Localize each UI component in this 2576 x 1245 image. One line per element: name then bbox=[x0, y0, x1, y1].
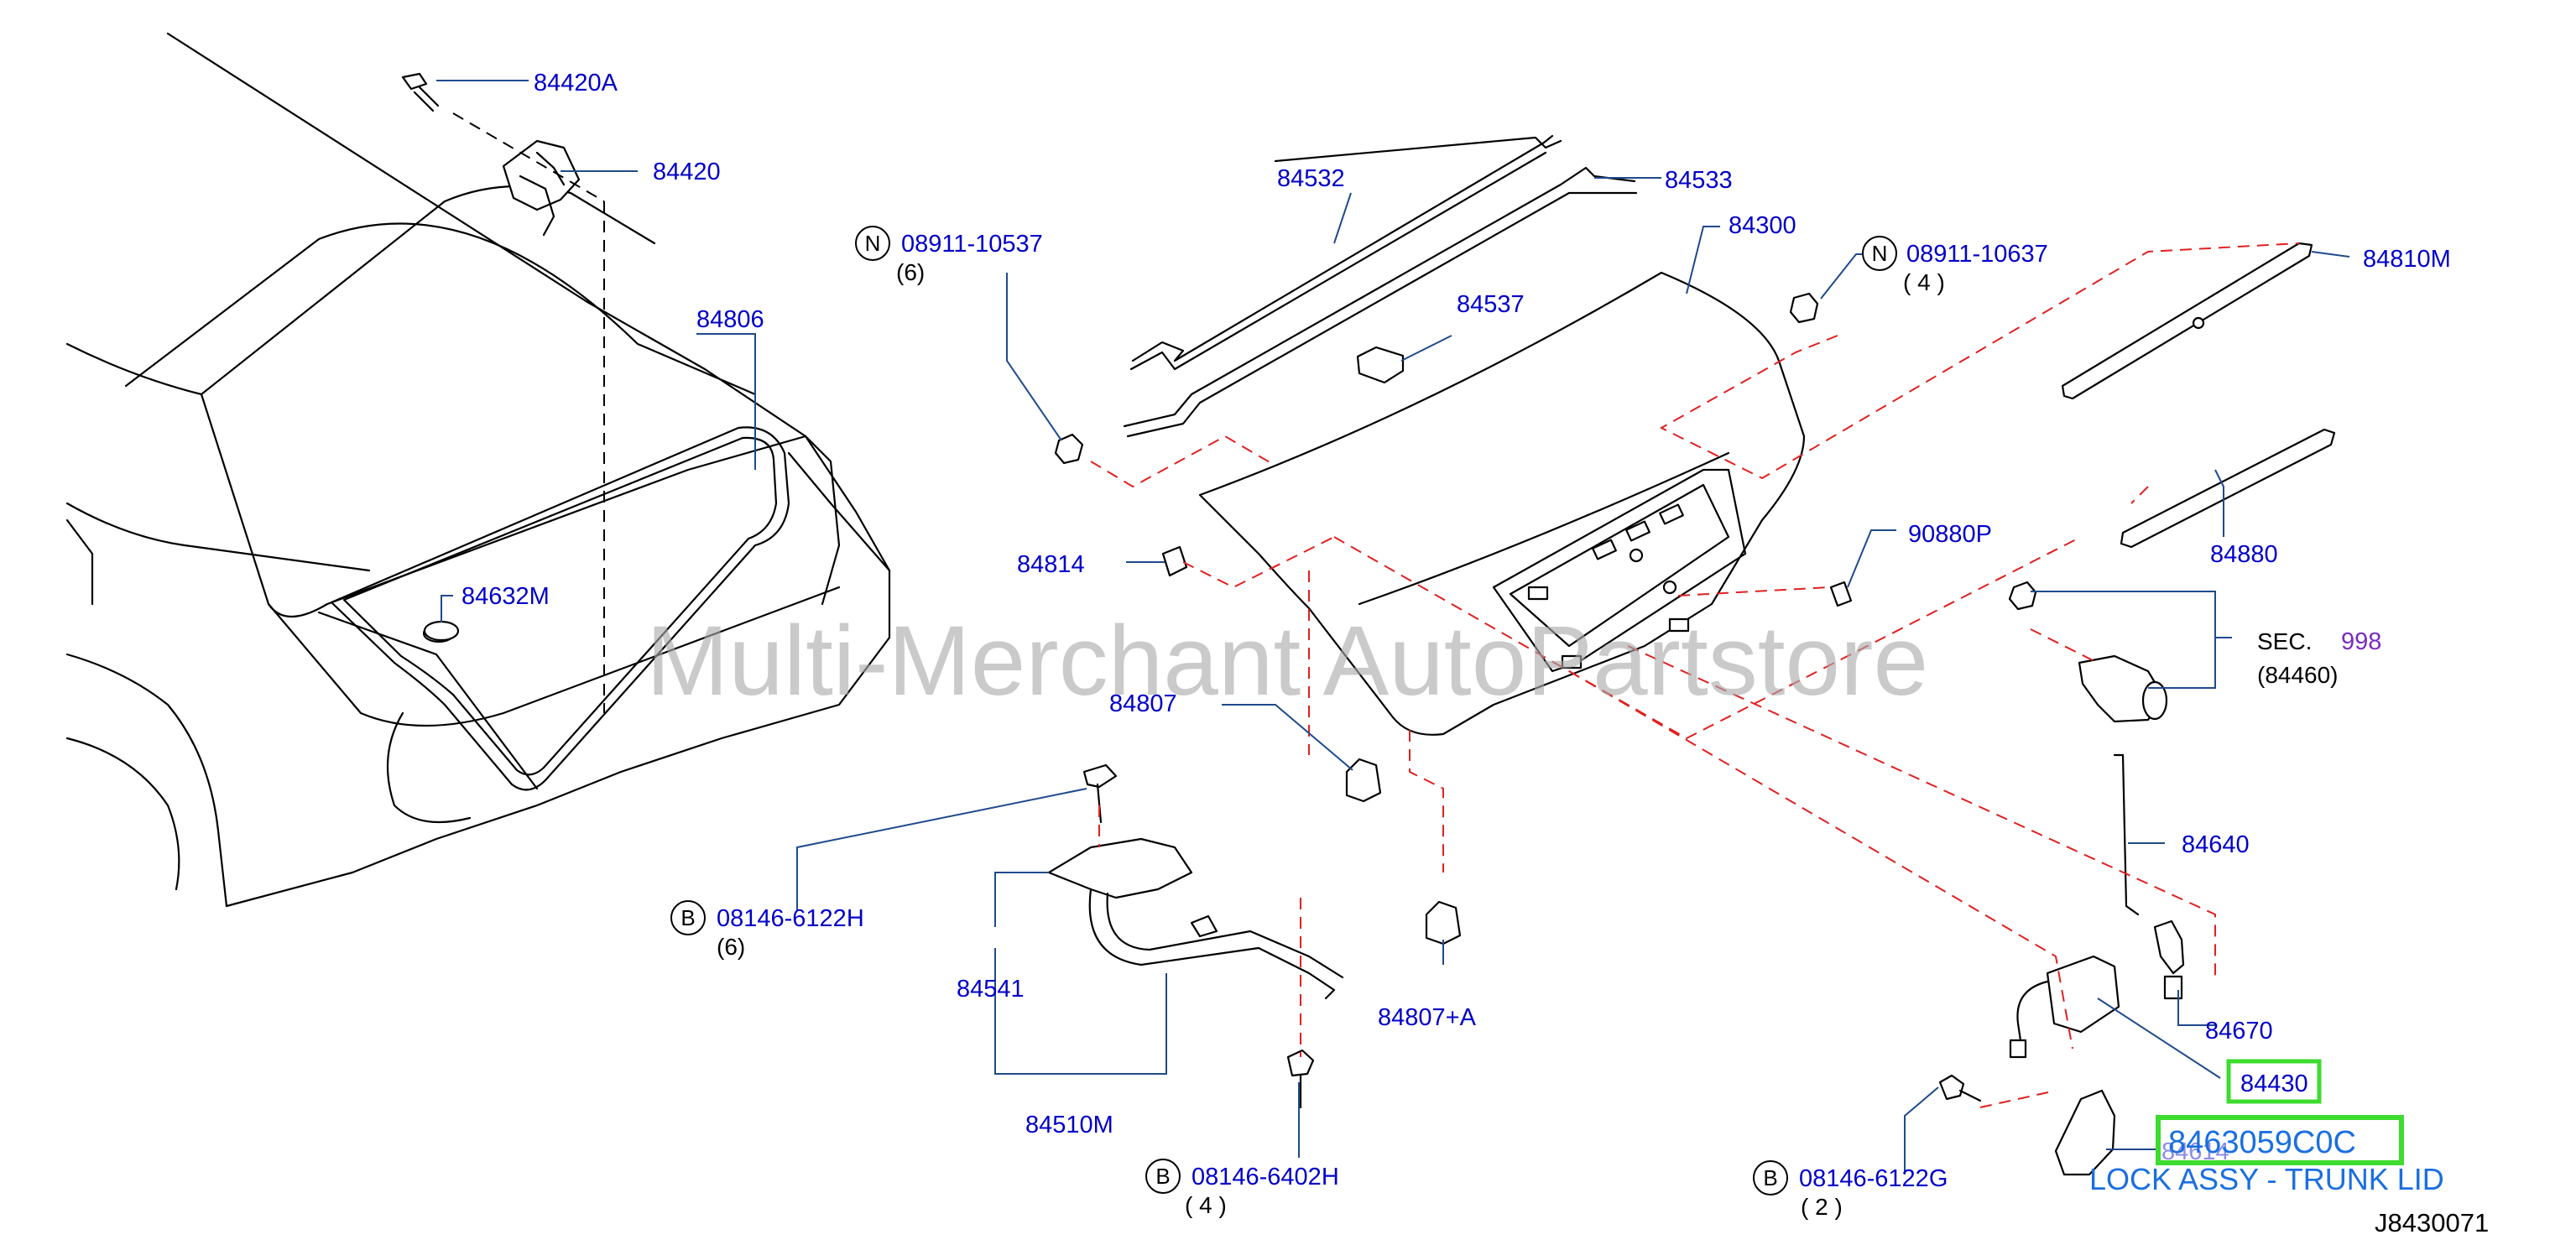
trunk-lid-drawing bbox=[1198, 271, 1806, 736]
torsion-bar-drawing bbox=[1123, 134, 1638, 438]
fastener-letter: N bbox=[1872, 241, 1888, 266]
fastener-letter-circle bbox=[670, 900, 706, 935]
fastener-b-08146-6402H[interactable]: B 08146-6402H ( 4 ) bbox=[1145, 1159, 1339, 1218]
label-84806[interactable]: 84806 bbox=[696, 306, 764, 333]
fastener-qty: ( 4 ) bbox=[1903, 269, 1945, 295]
label-84430[interactable]: 84430 bbox=[2240, 1070, 2308, 1097]
fastener-letter-circle bbox=[1862, 236, 1897, 271]
label-84420[interactable]: 84420 bbox=[653, 159, 721, 185]
fastener-code: 08146-6122G bbox=[1799, 1165, 1948, 1192]
diagram-id: J8430071 bbox=[2375, 1208, 2489, 1237]
label-84300[interactable]: 84300 bbox=[1729, 212, 1796, 239]
label-84541[interactable]: 84541 bbox=[957, 976, 1025, 1003]
label-90880P[interactable]: 90880P bbox=[1908, 521, 1992, 548]
fastener-code: 08146-6122H bbox=[717, 905, 864, 932]
fastener-code: 08911-10537 bbox=[901, 231, 1043, 258]
fastener-n-08911-10637[interactable]: N 08911-10637 ( 4 ) bbox=[1862, 236, 2048, 295]
fastener-letter: B bbox=[1763, 1165, 1777, 1190]
label-84807[interactable]: 84807 bbox=[1109, 690, 1177, 717]
label-84537[interactable]: 84537 bbox=[1457, 291, 1525, 318]
hinge-84420-drawing bbox=[401, 72, 581, 237]
highlight-box-part-number bbox=[2156, 1115, 2404, 1165]
label-84640[interactable]: 84640 bbox=[2182, 831, 2250, 858]
label-84510M[interactable]: 84510M bbox=[1025, 1112, 1113, 1138]
label-84670[interactable]: 84670 bbox=[2205, 1018, 2273, 1044]
highlighted-part-description: LOCK ASSY - TRUNK LID bbox=[2089, 1162, 2444, 1196]
label-84810M[interactable]: 84810M bbox=[2363, 246, 2451, 273]
fastener-b-08146-6122H[interactable]: B 08146-6122H (6) bbox=[670, 900, 864, 960]
fastener-qty: (6) bbox=[717, 934, 745, 960]
label-84460: (84460) bbox=[2257, 662, 2339, 688]
fastener-code: 08911-10637 bbox=[1906, 241, 2048, 268]
fastener-letter-circle bbox=[1145, 1159, 1181, 1194]
label-84532[interactable]: 84532 bbox=[1277, 165, 1345, 192]
fastener-letter-circle bbox=[1753, 1160, 1788, 1196]
leader-lines bbox=[436, 80, 2350, 1175]
fastener-qty: (6) bbox=[896, 259, 925, 285]
assembly-lines bbox=[1090, 242, 2300, 1108]
fastener-letter: B bbox=[1155, 1164, 1170, 1189]
label-84533[interactable]: 84533 bbox=[1665, 167, 1733, 194]
fastener-letter-circle bbox=[855, 226, 890, 261]
label-84814[interactable]: 84814 bbox=[1017, 551, 1085, 578]
fastener-b-08146-6122G[interactable]: B 08146-6122G ( 2 ) bbox=[1753, 1160, 1948, 1220]
highlight-box-84430 bbox=[2226, 1059, 2322, 1104]
fastener-code: 08146-6402H bbox=[1192, 1164, 1339, 1190]
label-84880[interactable]: 84880 bbox=[2210, 541, 2278, 568]
label-sec: SEC. bbox=[2257, 628, 2312, 654]
fastener-n-08911-10537[interactable]: N 08911-10537 (6) bbox=[855, 226, 1043, 285]
car-body-drawing bbox=[65, 32, 891, 908]
label-84632M[interactable]: 84632M bbox=[461, 583, 550, 610]
fastener-letter: N bbox=[865, 231, 881, 256]
label-sec-998[interactable]: 998 bbox=[2341, 628, 2381, 655]
fastener-qty: ( 2 ) bbox=[1801, 1194, 1843, 1220]
watermark-text: Multi-Merchant AutoPartstore bbox=[646, 606, 1928, 716]
fastener-qty: ( 4 ) bbox=[1185, 1192, 1227, 1218]
label-84807-a[interactable]: 84807+A bbox=[1378, 1004, 1477, 1031]
label-84420A[interactable]: 84420A bbox=[534, 70, 618, 96]
highlighted-part-number[interactable]: 8463059C0C bbox=[2168, 1125, 2356, 1160]
fastener-letter: B bbox=[681, 905, 695, 930]
small-parts-drawing bbox=[423, 242, 2336, 1176]
